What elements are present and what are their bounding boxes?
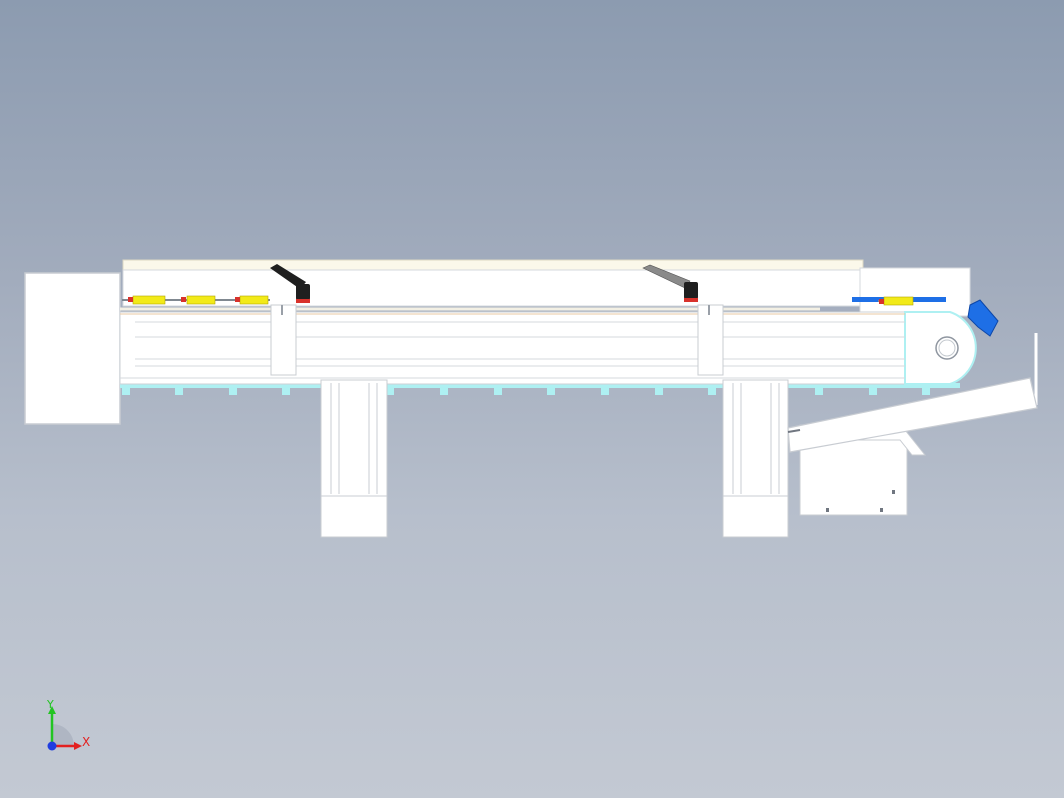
coordinate-triad (47, 706, 82, 751)
drive-housing (24, 272, 121, 425)
leg-profile-lines (321, 383, 788, 497)
clamp-base-left (296, 299, 310, 303)
bracket-left (270, 304, 297, 376)
spring (883, 296, 914, 306)
clamp-lever-left (270, 264, 306, 289)
clamp-knob-left (296, 284, 310, 300)
discharge-chute (787, 377, 1038, 453)
triad-y-label: Y (47, 698, 54, 711)
spring-stop (879, 299, 884, 304)
base-box-feet (826, 490, 895, 512)
end-guard (859, 267, 971, 317)
beam-profile-lines (120, 321, 905, 379)
spring (239, 295, 269, 305)
bracket-right (697, 304, 724, 376)
clamp-lever-right (642, 264, 691, 289)
spring-stops (128, 297, 240, 302)
clamp-base-right (684, 298, 698, 302)
support-leg-left (320, 379, 388, 538)
guide-rail-teeth (122, 386, 930, 395)
clamp-knob-right (684, 282, 698, 299)
conveyor-beam (119, 311, 951, 385)
end-roller-inner (938, 339, 956, 357)
triad-plane-icon (52, 724, 74, 746)
z-axis-dot (47, 741, 57, 751)
spring (186, 295, 216, 305)
chute-bolt (787, 429, 801, 433)
x-axis-arrowhead (74, 742, 82, 750)
triad-x-label: X (82, 735, 91, 749)
y-axis-arrowhead (48, 706, 56, 714)
guide-rail (120, 383, 960, 388)
motor-cap (967, 299, 999, 337)
spring (132, 295, 166, 305)
support-leg-right (722, 379, 789, 538)
